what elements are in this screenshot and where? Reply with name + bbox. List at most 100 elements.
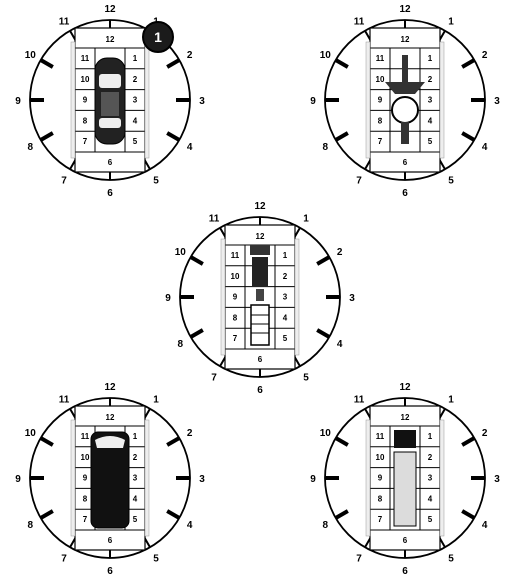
- cell-number: 7: [378, 515, 383, 524]
- dial-number: 4: [482, 142, 488, 153]
- dial-number: 7: [356, 554, 362, 565]
- cell-number: 7: [83, 137, 88, 146]
- cell-number: 12: [106, 413, 115, 422]
- dial-number: 9: [310, 474, 316, 485]
- cell-number: 8: [378, 116, 383, 125]
- dial-number: 8: [323, 520, 329, 531]
- cell-number: 4: [283, 313, 288, 322]
- cell-number: 5: [133, 515, 138, 524]
- cell-number: 11: [376, 432, 385, 441]
- cell-number: 6: [108, 536, 113, 545]
- dial-number: 2: [187, 50, 193, 61]
- cell-number: 12: [401, 413, 410, 422]
- cell-number: 2: [283, 272, 288, 281]
- cell-number: 6: [403, 158, 408, 167]
- cell-number: 10: [376, 75, 385, 84]
- dial-number: 3: [199, 96, 205, 107]
- cell-number: 9: [83, 96, 88, 105]
- dial-number: 10: [25, 50, 37, 61]
- cell-number: 12: [106, 35, 115, 44]
- dial-number: 6: [402, 566, 408, 577]
- dial-number: 5: [153, 176, 159, 187]
- dial-number: 5: [448, 554, 454, 565]
- dial-number: 7: [356, 176, 362, 187]
- dial-number: 2: [482, 50, 488, 61]
- dial-number: 4: [482, 520, 488, 531]
- dial-number: 11: [59, 16, 70, 27]
- cell-number: 5: [133, 137, 138, 146]
- dial-number: 3: [494, 474, 500, 485]
- cell-number: 9: [83, 474, 88, 483]
- dial-number: 6: [257, 385, 263, 396]
- dial-number: 11: [209, 213, 220, 224]
- cell-number: 7: [378, 137, 383, 146]
- cell-number: 3: [428, 474, 433, 483]
- cell-number: 6: [403, 536, 408, 545]
- cell-number: 11: [81, 54, 90, 63]
- cell-number: 5: [428, 515, 433, 524]
- dial-number: 12: [104, 382, 116, 393]
- cell-number: 8: [378, 494, 383, 503]
- cell-number: 9: [233, 293, 238, 302]
- dial-number: 3: [199, 474, 205, 485]
- dial-number: 11: [354, 394, 365, 405]
- cell-number: 9: [378, 96, 383, 105]
- cell-number: 3: [133, 96, 138, 105]
- dial-number: 4: [187, 142, 193, 153]
- cell-number: 10: [81, 453, 90, 462]
- cell-number: 8: [83, 116, 88, 125]
- cell-number: 3: [133, 474, 138, 483]
- box-truck-top-view: [394, 430, 416, 526]
- cell-number: 11: [376, 54, 385, 63]
- dial-number: 12: [104, 4, 116, 15]
- dial-number: 2: [187, 428, 193, 439]
- cell-number: 4: [133, 116, 138, 125]
- dial-number: 12: [399, 382, 411, 393]
- cell-number: 2: [428, 453, 433, 462]
- cell-number: 4: [133, 494, 138, 503]
- dial-number: 1: [153, 394, 159, 405]
- dial-number: 12: [254, 201, 266, 212]
- cell-number: 7: [83, 515, 88, 524]
- cell-number: 12: [401, 35, 410, 44]
- dial-number: 11: [59, 394, 70, 405]
- cell-number: 6: [108, 158, 113, 167]
- dial-number: 9: [15, 474, 21, 485]
- dial-number: 8: [28, 520, 34, 531]
- dial-number: 5: [303, 373, 309, 384]
- dial-number: 2: [337, 247, 343, 258]
- dial-number: 7: [61, 176, 67, 187]
- cell-number: 11: [81, 432, 90, 441]
- cell-number: 9: [378, 474, 383, 483]
- cell-number: 2: [428, 75, 433, 84]
- dial-number: 1: [448, 16, 454, 27]
- cell-number: 1: [283, 251, 288, 260]
- cell-number: 10: [231, 272, 240, 281]
- dial-number: 10: [320, 50, 332, 61]
- dial-number: 8: [178, 339, 184, 350]
- dial-number: 1: [448, 394, 454, 405]
- cell-number: 6: [258, 355, 263, 364]
- cell-number: 2: [133, 75, 138, 84]
- dial-number: 4: [187, 520, 193, 531]
- dial-number: 2: [482, 428, 488, 439]
- car-top-view: [95, 58, 125, 144]
- dial-number: 3: [349, 293, 355, 304]
- cell-number: 4: [428, 116, 433, 125]
- cell-number: 12: [256, 232, 265, 241]
- dial-number: 8: [323, 142, 329, 153]
- dial-number: 3: [494, 96, 500, 107]
- cell-number: 4: [428, 494, 433, 503]
- cell-number: 5: [428, 137, 433, 146]
- dial-number: 5: [448, 176, 454, 187]
- dial-number: 6: [402, 188, 408, 199]
- cell-number: 11: [231, 251, 240, 260]
- cell-number: 5: [283, 334, 288, 343]
- cell-number: 8: [233, 313, 238, 322]
- dial-number: 5: [153, 554, 159, 565]
- dial-number: 1: [303, 213, 309, 224]
- cell-number: 2: [133, 453, 138, 462]
- cell-number: 10: [376, 453, 385, 462]
- van-top-view: [91, 432, 129, 528]
